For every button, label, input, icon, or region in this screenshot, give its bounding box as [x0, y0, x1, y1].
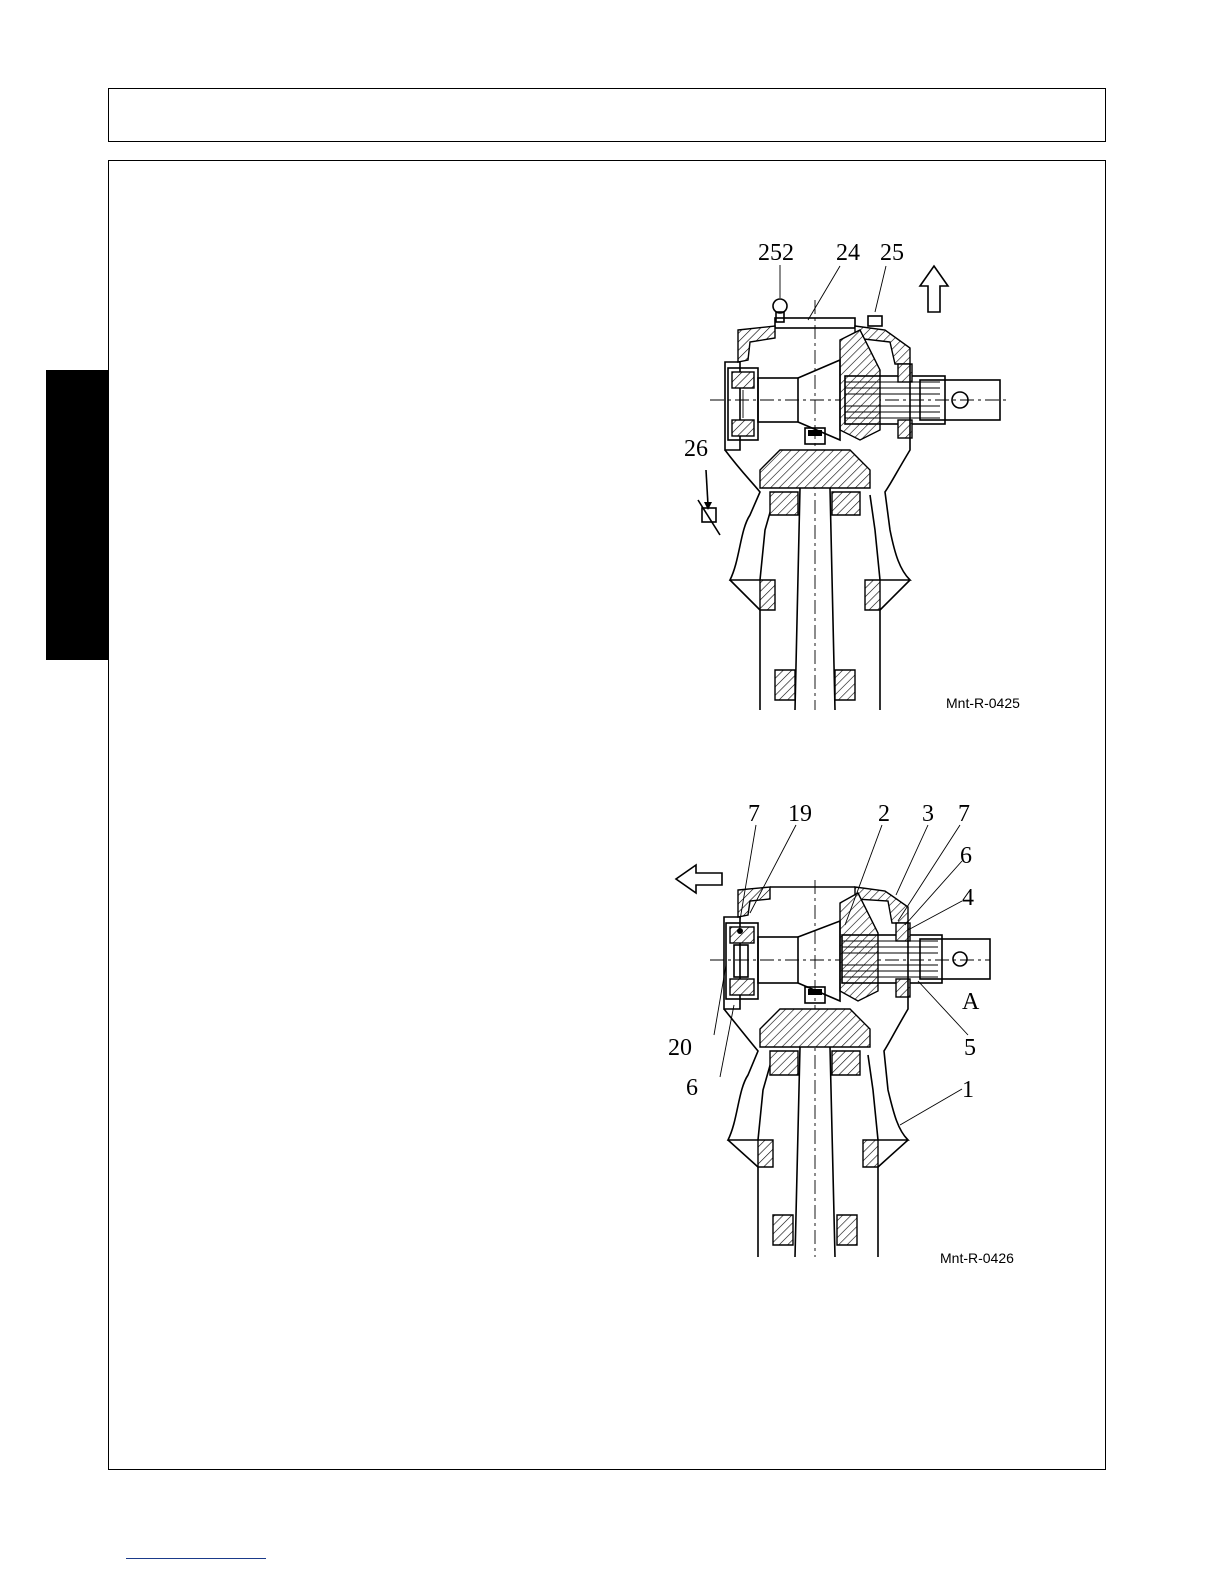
figure-id-mnt-r-0426: Mnt-R-0426 [940, 1250, 1014, 1266]
callout-7-left: 7 [748, 801, 760, 827]
callout-2: 2 [878, 801, 890, 827]
callout-7-right: 7 [958, 801, 970, 827]
section-side-tab [46, 370, 108, 660]
arrow-left-outline-icon [676, 865, 722, 893]
callout-1: 1 [962, 1077, 974, 1103]
gearbox-diagram-top-cover-removal: 252 24 25 26 Mnt-R-0425 [680, 230, 1040, 720]
callout-20: 20 [668, 1035, 692, 1061]
callout-19: 19 [788, 801, 812, 827]
callout-6-right: 6 [960, 843, 972, 869]
figure-id-mnt-r-0425: Mnt-R-0425 [946, 695, 1020, 711]
callout-252: 252 [758, 240, 794, 266]
callout-A: A [962, 989, 980, 1015]
callout-3: 3 [922, 801, 934, 827]
callout-26: 26 [684, 436, 708, 462]
callout-24: 24 [836, 240, 860, 266]
page-header-box [108, 88, 1106, 142]
callout-25: 25 [880, 240, 904, 266]
callout-4: 4 [962, 885, 974, 911]
callout-6-left: 6 [686, 1075, 698, 1101]
callout-5: 5 [964, 1035, 976, 1061]
footer-link-underline [126, 1558, 266, 1559]
arrow-up-outline-icon [920, 266, 948, 312]
gearbox-diagram-bearing-removal: 7 19 2 3 7 6 4 A 5 20 6 1 Mnt-R-0426 [660, 795, 1040, 1275]
